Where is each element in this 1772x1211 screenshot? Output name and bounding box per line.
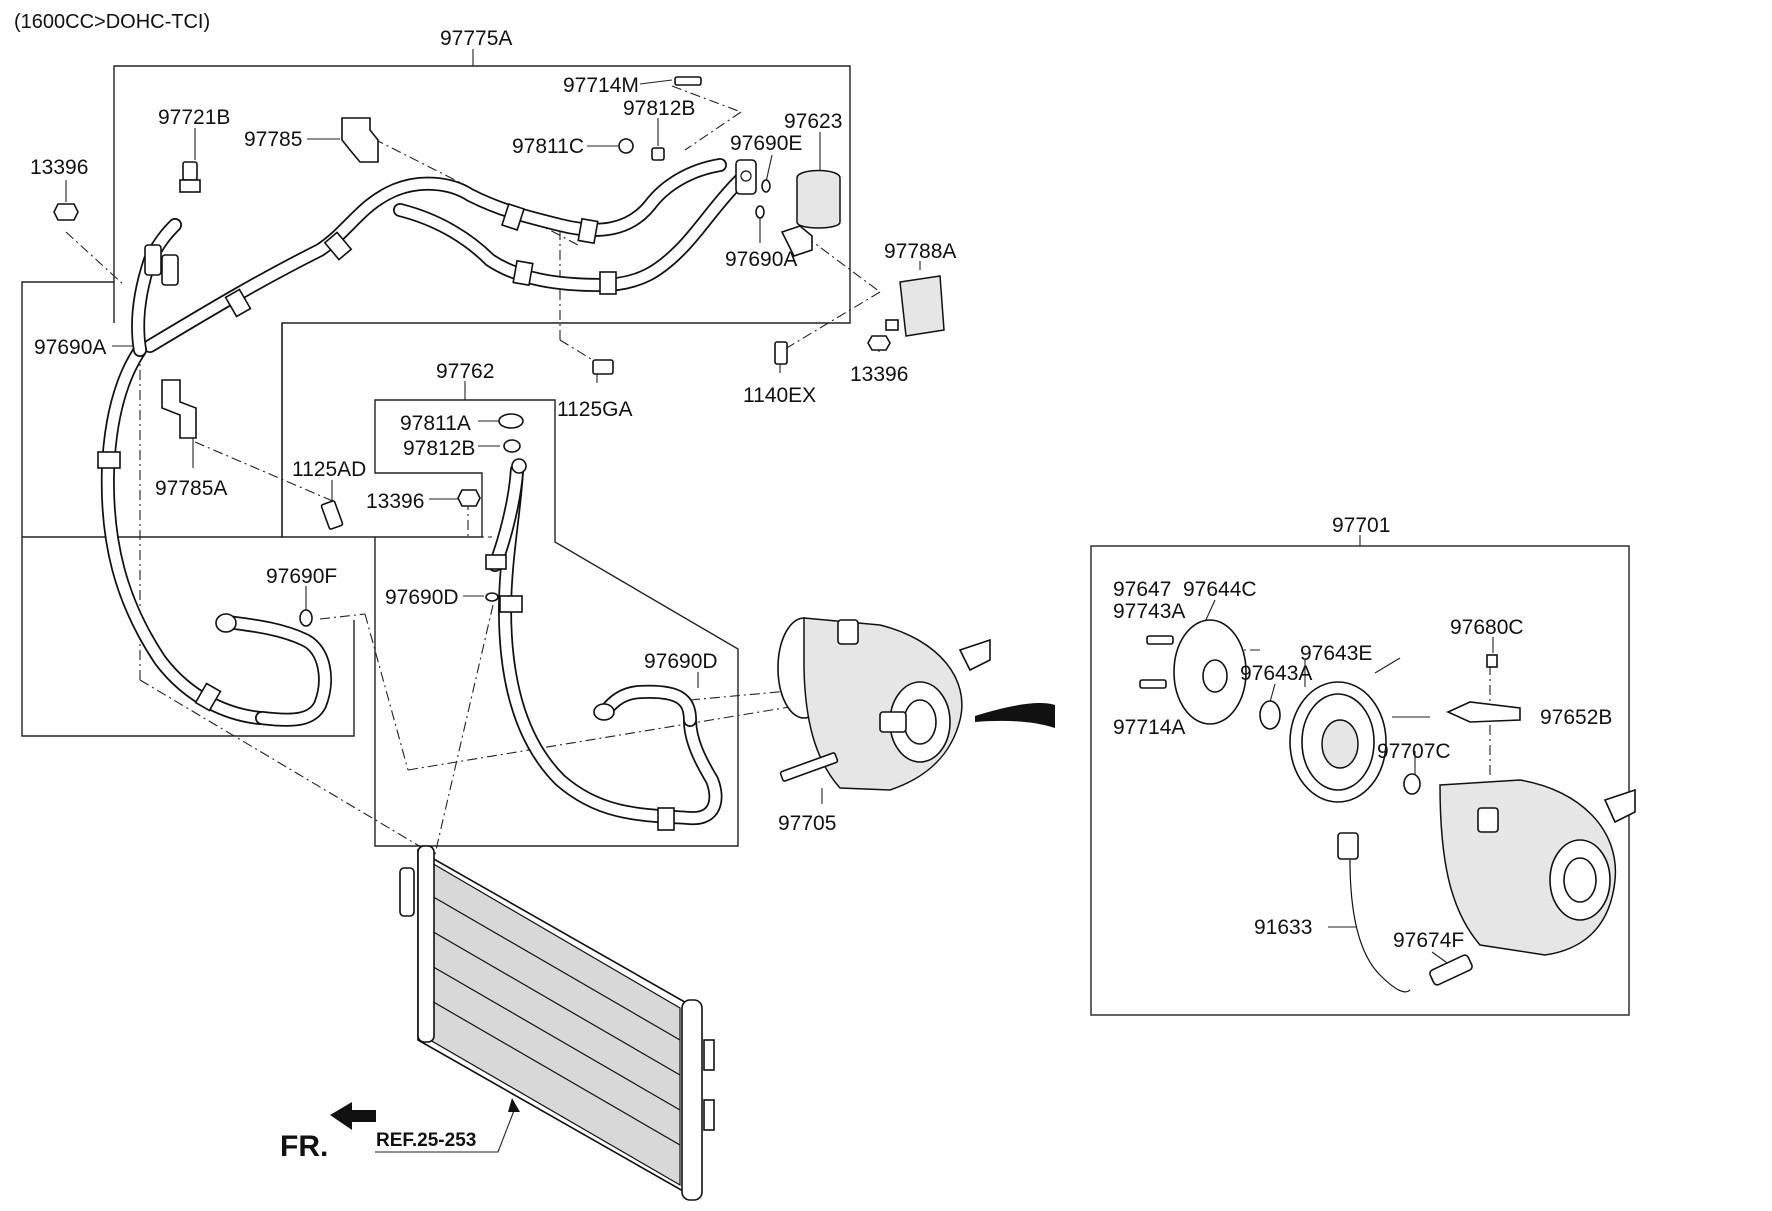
label-97643e: 97643E [1300, 642, 1372, 665]
label-97690d-left: 97690D [385, 586, 459, 609]
label-97647: 97647 [1113, 578, 1171, 601]
hose-97762 [485, 458, 723, 831]
label-13396-right: 13396 [850, 363, 908, 386]
condenser-assembly [399, 845, 715, 1201]
label-97762: 97762 [436, 360, 494, 383]
cap-97811c [618, 138, 634, 154]
hose-end-block [735, 159, 757, 195]
cap-97811a [498, 413, 524, 429]
variant-title: (1600CC>DOHC-TCI) [14, 11, 210, 33]
shim-97652b [1446, 701, 1521, 723]
label-97812b-mid: 97812B [403, 437, 475, 460]
block-97788a [899, 275, 945, 337]
label-97652b: 97652B [1540, 706, 1612, 729]
label-97811a: 97811A [400, 412, 471, 435]
label-1125ga: 1125GA [557, 398, 633, 421]
valve-97674f [1429, 954, 1473, 986]
label-97690f: 97690F [266, 565, 337, 588]
label-ref: REF.25-253 [376, 1130, 476, 1151]
labels: (1600CC>DOHC-TCI) 97775A 97714M 97721B 9… [14, 11, 1612, 1163]
bolt-97705 [779, 752, 839, 782]
label-97812b-top: 97812B [623, 97, 695, 120]
nut-13396-topleft [53, 203, 79, 221]
sensor-97721b [182, 161, 198, 181]
label-97623: 97623 [784, 110, 842, 133]
label-97785: 97785 [244, 128, 302, 151]
label-97680c: 97680C [1450, 616, 1524, 639]
receiver-drier-97623 [796, 169, 841, 229]
bolt-1125ad [320, 500, 344, 530]
small-parts [53, 76, 945, 627]
front-arrow [330, 1102, 376, 1130]
compressor-installed [777, 617, 1055, 791]
hose-97690f [215, 613, 332, 727]
label-91633: 91633 [1254, 916, 1312, 939]
pointer-arrow [975, 703, 1055, 728]
frame-boxes [21, 65, 1630, 1016]
box-97762 [281, 323, 739, 847]
label-97775a: 97775A [440, 27, 512, 50]
harness-connector-91633 [1337, 832, 1359, 860]
label-97690a-left: 97690A [34, 336, 106, 359]
label-97714m: 97714M [563, 74, 639, 97]
label-97811c: 97811C [512, 135, 584, 158]
label-97785a: 97785A [155, 477, 227, 500]
label-97690a-right: 97690A [725, 248, 797, 271]
hose-left-suction [97, 218, 267, 725]
compressor-exploded-97701 [1139, 619, 1636, 993]
label-13396-topleft: 13396 [30, 156, 88, 179]
bolt-97714m [674, 76, 702, 86]
hose-assembly-97775a [143, 158, 757, 353]
label-97690e: 97690E [730, 132, 802, 155]
bolt-1125ga [592, 359, 614, 375]
label-13396-mid: 13396 [366, 490, 424, 513]
bolt-1140ex [774, 341, 788, 365]
bracket-97785a [161, 379, 197, 439]
box-left-hose-bottom [21, 537, 355, 737]
leader-lines [65, 49, 1494, 966]
label-1125ad: 1125AD [292, 458, 366, 481]
label-97705: 97705 [778, 812, 836, 835]
box-left-hose [21, 281, 114, 537]
label-97644c: 97644C [1183, 578, 1257, 601]
label-97674f: 97674F [1393, 929, 1464, 952]
label-97643a: 97643A [1240, 662, 1312, 685]
dash-lines [65, 85, 1491, 881]
label-97714a: 97714A [1113, 716, 1185, 739]
label-97788a: 97788A [884, 240, 956, 263]
label-fr: FR. [280, 1130, 328, 1163]
label-97743a: 97743A [1113, 600, 1185, 623]
label-97701: 97701 [1332, 514, 1390, 537]
bracket-97785 [341, 117, 379, 163]
label-97707c: 97707C [1377, 740, 1451, 763]
label-97690d-right: 97690D [644, 650, 718, 673]
label-97721b: 97721B [158, 106, 230, 129]
label-1140ex: 1140EX [743, 384, 816, 407]
ref-leader [375, 1107, 516, 1153]
